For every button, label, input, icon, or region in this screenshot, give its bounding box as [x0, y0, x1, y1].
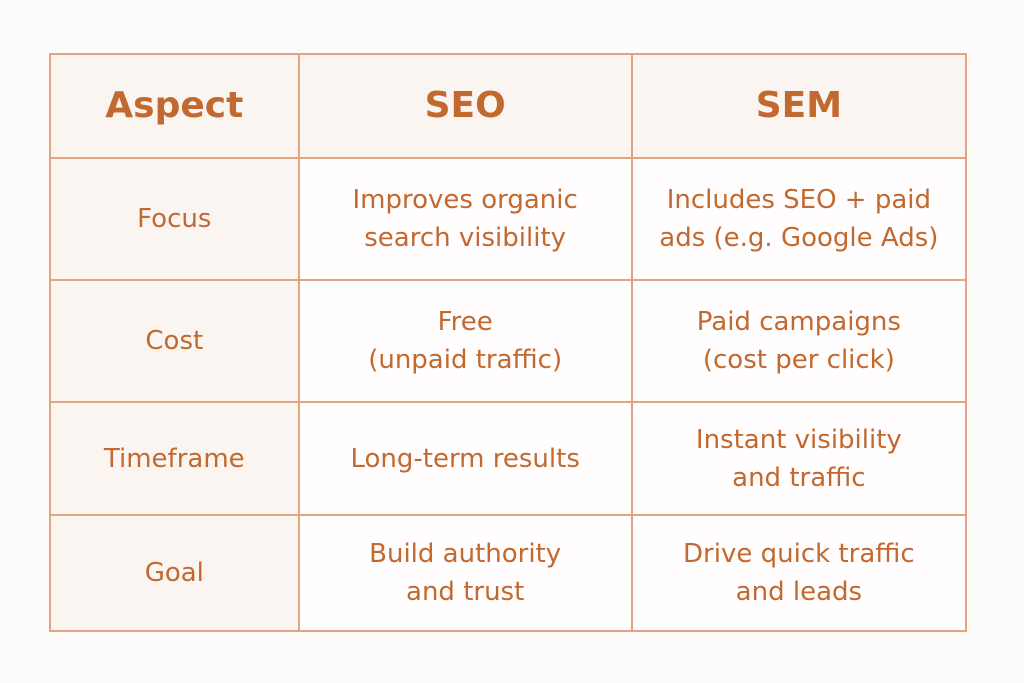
- cell-line: Free: [437, 307, 493, 337]
- cell-line: and traffic: [732, 462, 866, 493]
- header-sem: SEM: [630, 53, 968, 159]
- aspect-cell: Focus: [49, 157, 300, 281]
- cell-line: Improves organic: [352, 185, 578, 215]
- seo-cell: Long-term results: [297, 401, 633, 516]
- cell-line: Instant visibility: [695, 424, 902, 455]
- cell-line: Build authority: [369, 539, 562, 569]
- cell-line: (cost per click): [702, 345, 895, 375]
- cell-line: Long-term results: [350, 443, 580, 474]
- cell-line: (unpaid traffic): [368, 345, 563, 375]
- seo-cell: Free (unpaid traffic): [297, 279, 633, 403]
- table-row: Goal Build authority and trust Drive quic…: [49, 514, 968, 632]
- seo-vs-sem-table: Aspect SEO SEM Focus Improves organic sea…: [49, 53, 968, 632]
- header-aspect: Aspect: [49, 53, 300, 159]
- seo-cell: Improves organic search visibility: [297, 157, 633, 281]
- table-row: Timeframe Long-term results Instant visi…: [49, 401, 968, 516]
- cell-line: Includes SEO + paid: [666, 185, 932, 215]
- aspect-cell: Goal: [49, 514, 300, 632]
- cell-line: ads (e.g. Google Ads): [659, 223, 939, 253]
- cell-line: search visibility: [364, 223, 567, 253]
- aspect-cell: Timeframe: [49, 401, 300, 516]
- aspect-cell: Cost: [49, 279, 300, 403]
- sem-cell: Drive quick traffic and leads: [630, 514, 968, 632]
- cell-line: Paid campaigns: [696, 307, 901, 337]
- cell-line: and trust: [406, 577, 525, 607]
- cell-line: Drive quick traffic: [683, 539, 915, 569]
- sem-cell: Includes SEO + paid ads (e.g. Google Ads): [630, 157, 968, 281]
- cell-line: and leads: [735, 577, 863, 607]
- header-row: Aspect SEO SEM: [49, 53, 968, 159]
- header-seo: SEO: [297, 53, 633, 159]
- sem-cell: Paid campaigns (cost per click): [630, 279, 968, 403]
- table-row: Cost Free (unpaid traffic) Paid campaigns…: [49, 279, 968, 403]
- seo-cell: Build authority and trust: [297, 514, 633, 632]
- sem-cell: Instant visibility and traffic: [630, 401, 968, 516]
